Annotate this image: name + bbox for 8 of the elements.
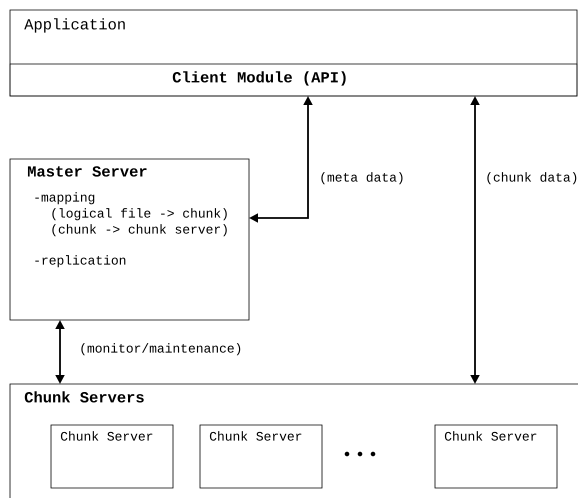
chunk-server-box: Chunk Server: [434, 424, 558, 488]
edge-label: (meta data): [318, 171, 406, 186]
master-server-box: Master Server -mapping (logical file -> chunk) (chunk -> chunk server) -replication: [10, 158, 250, 320]
chunk-server-box: Chunk Server: [200, 424, 322, 488]
client-module-band: Client Module (API): [10, 64, 578, 96]
chunk-server-box: Chunk Server: [50, 424, 174, 488]
edge-label: (monitor/maintenance): [78, 342, 244, 356]
edge-label: (chunk data): [484, 171, 578, 186]
